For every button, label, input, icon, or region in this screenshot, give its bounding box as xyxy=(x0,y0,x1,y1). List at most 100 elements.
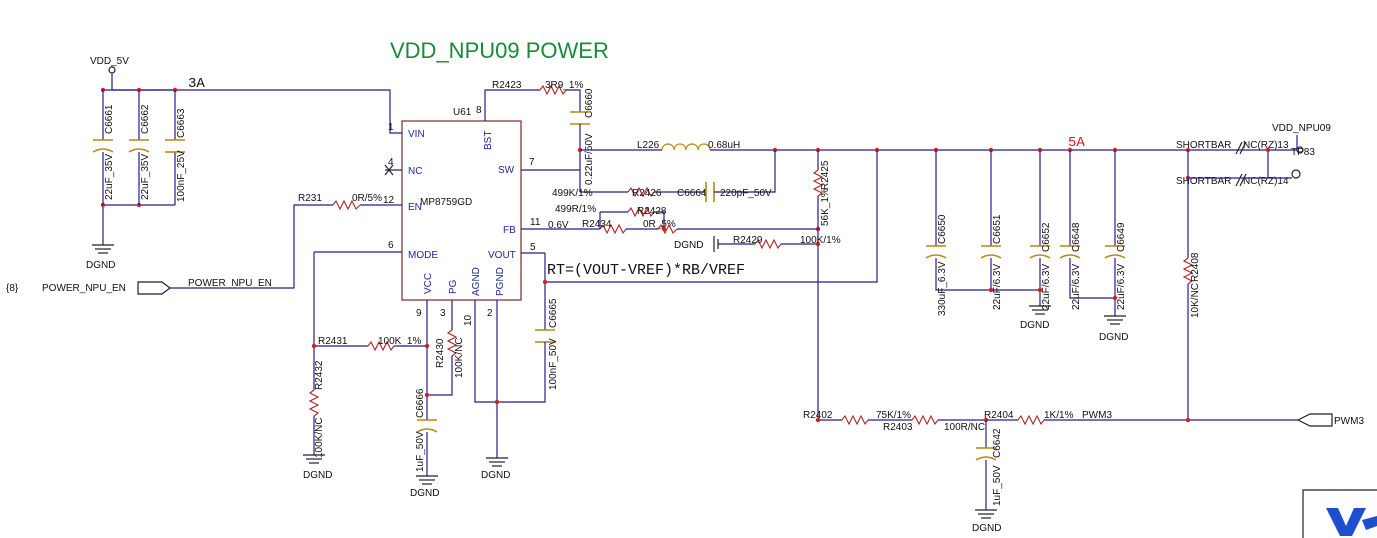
svg-text:R2408: R2408 xyxy=(1190,252,1201,282)
capacitor-c6663: C6663 100nF_25V xyxy=(165,90,187,205)
svg-text:22uF/6.3V: 22uF/6.3V xyxy=(1116,264,1127,310)
output-current-label: 5A xyxy=(1068,135,1085,151)
enable-net: {8} POWER_NPU_EN POWER_NPU_EN R231 0R/5% xyxy=(6,193,386,295)
svg-text:22uF/6.3V: 22uF/6.3V xyxy=(992,264,1003,310)
svg-text:AGND: AGND xyxy=(471,267,482,296)
svg-text:R2428: R2428 xyxy=(637,206,667,217)
svg-text:7: 7 xyxy=(529,157,535,168)
svg-text:100nF_50V: 100nF_50V xyxy=(548,338,559,390)
svg-text:VIN: VIN xyxy=(408,129,425,140)
svg-text:1uF_50V: 1uF_50V xyxy=(992,465,1003,506)
ic-ref: U61 xyxy=(453,107,472,118)
svg-text:499K/1%: 499K/1% xyxy=(552,188,593,199)
svg-text:R2431: R2431 xyxy=(318,336,348,347)
capacitor-c6652: C6652 22uF/6.3V DGND xyxy=(988,150,1052,331)
pwm3-port-icon xyxy=(1296,413,1333,427)
svg-text:8: 8 xyxy=(476,105,482,116)
svg-text:DGND: DGND xyxy=(481,470,510,481)
svg-text:NC: NC xyxy=(408,166,422,177)
vout-rail-label: VDD_NPU09 xyxy=(1272,123,1331,134)
svg-text:56K_1%: 56K_1% xyxy=(820,188,831,226)
svg-text:R2425: R2425 xyxy=(820,160,831,190)
svg-text:FB: FB xyxy=(503,225,516,236)
svg-text:100R/NC: 100R/NC xyxy=(944,422,985,433)
svg-text:100K/NC: 100K/NC xyxy=(314,417,325,458)
svg-text:SHORTBAR: SHORTBAR xyxy=(1176,176,1231,187)
svg-text:R2404: R2404 xyxy=(984,410,1014,421)
vdd5v-label: VDD_5V xyxy=(90,56,129,67)
ic-part: MP8759GD xyxy=(420,197,472,208)
svg-text:220pF_50V: 220pF_50V xyxy=(720,188,772,199)
svg-text:BST: BST xyxy=(483,131,494,150)
svg-text:PG: PG xyxy=(448,279,459,294)
ground-symbol: DGND xyxy=(481,300,510,481)
svg-text:C6663: C6663 xyxy=(176,108,187,138)
svg-text:C6665: C6665 xyxy=(548,298,559,328)
svg-text:22uF_35V: 22uF_35V xyxy=(104,154,115,200)
svg-text:0.68uH: 0.68uH xyxy=(708,140,740,151)
svg-text:DGND: DGND xyxy=(674,240,703,251)
svg-text:1uF_50V: 1uF_50V xyxy=(415,431,426,472)
ic-u61: U61 MP8759GD VIN NC EN MODE BST SW FB VO… xyxy=(314,104,580,326)
resistor-r2423: R2423 3R9_1% xyxy=(484,80,583,112)
svg-text:100K/NC: 100K/NC xyxy=(454,337,465,378)
inductor-l226 xyxy=(661,143,711,151)
svg-text:1K/1%: 1K/1% xyxy=(1044,410,1074,421)
svg-text:R2403: R2403 xyxy=(883,422,913,433)
svg-text:C6664: C6664 xyxy=(677,188,707,199)
svg-text:100nF_25V: 100nF_25V xyxy=(176,150,187,202)
svg-text:6: 6 xyxy=(388,240,394,251)
svg-text:9: 9 xyxy=(416,308,422,319)
svg-text:DGND: DGND xyxy=(972,523,1001,534)
input-rail: VDD_5V 3A xyxy=(90,56,402,245)
svg-text:22uF_35V: 22uF_35V xyxy=(140,154,151,200)
capacitor-c6651: C6651 22uF/6.3V xyxy=(980,150,1003,310)
svg-text:R231: R231 xyxy=(298,193,322,204)
svg-text:C6651: C6651 xyxy=(992,214,1003,244)
power-npu-en-port-icon xyxy=(137,281,171,295)
capacitor-c6665: C6665 100nF_50V xyxy=(474,282,559,403)
svg-text:SHORTBAR: SHORTBAR xyxy=(1176,140,1231,151)
fb-voltage-label: 0.6V xyxy=(548,220,569,231)
svg-text:R2434: R2434 xyxy=(582,219,612,230)
svg-text:0.22uF/50V: 0.22uF/50V xyxy=(584,133,595,185)
capacitor-c6648: C6648 22uF/6.3V xyxy=(1059,150,1115,310)
svg-text:C6650: C6650 xyxy=(937,214,948,244)
svg-text:R2426: R2426 xyxy=(632,188,662,199)
capacitor-c6649: C6649 22uF/6.3V DGND xyxy=(1099,150,1128,343)
svg-text:VCC: VCC xyxy=(423,273,434,294)
svg-text:10K/NC: 10K/NC xyxy=(1190,283,1201,318)
svg-text:22uF/6.3V: 22uF/6.3V xyxy=(1041,264,1052,310)
svg-text:DGND: DGND xyxy=(1020,320,1049,331)
svg-text:R2429: R2429 xyxy=(733,235,763,246)
svg-text:NC(RZ)13: NC(RZ)13 xyxy=(1243,140,1289,151)
feedback-network: 499K/1% R2426 C6664 220pF_50V 499R/1% R2… xyxy=(545,150,841,420)
svg-text:100K_1%: 100K_1% xyxy=(378,336,421,347)
svg-text:4: 4 xyxy=(388,157,394,168)
company-logo xyxy=(1302,489,1377,538)
svg-text:VOUT: VOUT xyxy=(488,250,516,261)
svg-text:TP83: TP83 xyxy=(1291,147,1315,158)
svg-text:75K/1%: 75K/1% xyxy=(876,410,911,421)
pwm-network: PWM3 PWM3 R2402 75K/1% R2403 100R/NC R24… xyxy=(803,410,1364,433)
svg-text:R2432: R2432 xyxy=(314,360,325,390)
svg-text:PWM3: PWM3 xyxy=(1082,410,1112,421)
capacitor-c6660: C6660 0.22uF/50V xyxy=(570,88,595,185)
svg-text:C6652: C6652 xyxy=(1041,222,1052,252)
svg-text:C6649: C6649 xyxy=(1116,222,1127,252)
svg-text:DGND: DGND xyxy=(1099,332,1128,343)
svg-text:0R_5%: 0R_5% xyxy=(643,219,676,230)
svg-text:C6660: C6660 xyxy=(584,88,595,118)
output-rail: L226 0.68uH 5A xyxy=(580,135,1195,153)
svg-text:MODE: MODE xyxy=(408,250,438,261)
svg-text:R2402: R2402 xyxy=(803,410,833,421)
svg-text:L226: L226 xyxy=(637,140,660,151)
svg-text:DGND: DGND xyxy=(86,260,115,271)
svg-text:3: 3 xyxy=(440,308,446,319)
svg-text:C6648: C6648 xyxy=(1071,222,1082,252)
svg-text:0R/5%: 0R/5% xyxy=(352,193,382,204)
svg-text:R2430: R2430 xyxy=(435,338,446,368)
svg-text:100K/1%: 100K/1% xyxy=(800,235,841,246)
svg-text:10: 10 xyxy=(463,314,474,326)
